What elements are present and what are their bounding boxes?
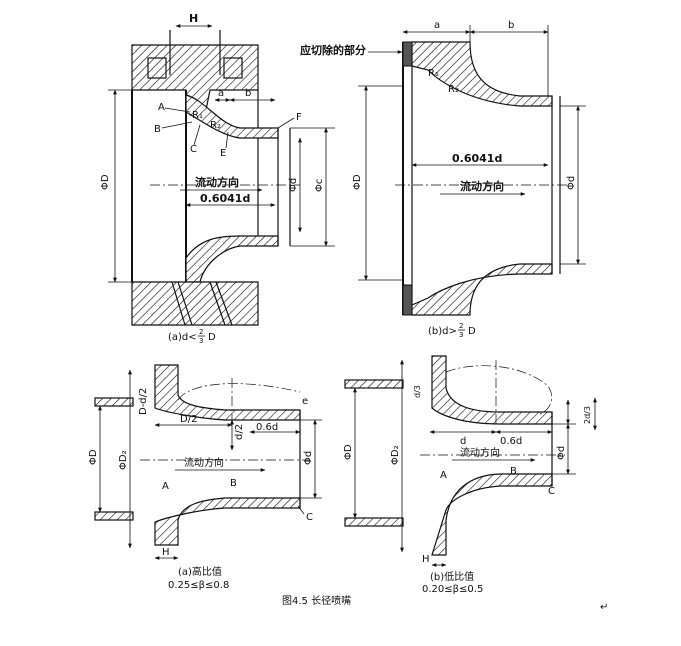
panel-d-C: C [548, 486, 555, 497]
panel-b-R1: R₁ [428, 68, 439, 79]
panel-c-C: C [306, 512, 313, 523]
panel-d-caption: (b)低比值 [430, 570, 474, 583]
panel-c-nozzle-bottom [154, 497, 301, 546]
panel-d-phid: Φd [556, 446, 567, 460]
panel-a-B: B [154, 124, 161, 135]
panel-d: ΦD ΦD₂ d/3 d 0.6d 2d/3 Φd 流动方向 A B C H (… [343, 355, 597, 595]
panel-d-flow: 流动方向 [460, 446, 500, 459]
panel-b-b: b [508, 20, 514, 31]
panel-b: a b R₁ R₂ 应切除的部分 ΦD Φd 0.6041d 流动方向 (b)d… [300, 20, 586, 339]
svg-text:2: 2 [459, 322, 463, 330]
panel-b-a: a [434, 20, 440, 31]
panel-d-d3: d/3 [413, 385, 422, 398]
panel-d-A: A [440, 470, 447, 481]
panel-d-B: B [510, 466, 517, 477]
panel-b-nozzle-bottom [411, 263, 553, 316]
panel-c-nozzle-top [154, 364, 301, 421]
panel-d-H: H [422, 554, 430, 565]
panel-d-phiD2: ΦD₂ [390, 445, 401, 465]
panel-a-phic: Φc [314, 179, 325, 192]
panel-d-phiD: ΦD [343, 444, 354, 460]
panel-c-d2: d/2 [234, 424, 245, 440]
panel-c-d06: 0.6d [256, 422, 278, 433]
panel-c-caption: (a)高比值 [178, 565, 222, 578]
panel-a-R1: R₁ [192, 110, 203, 121]
panel-a-A: A [158, 102, 165, 113]
panel-a-a: a [218, 88, 224, 99]
panel-b-R2: R₂ [448, 84, 459, 95]
panel-a-R2: R₂ [210, 120, 221, 131]
panel-c-e: e [302, 396, 308, 407]
panel-a-nozzle-bottom [185, 235, 279, 283]
panel-b-dist: 0.6041d [452, 152, 502, 165]
panel-b-cut-part [402, 41, 413, 67]
panel-d-d: d [460, 436, 466, 447]
panel-a-b: b [245, 88, 251, 99]
panel-a-dist: 0.6041d [200, 192, 250, 205]
panel-c-phiD: ΦD [88, 449, 99, 465]
panel-b-flow: 流动方向 [460, 179, 504, 193]
panel-c-B: B [230, 478, 237, 489]
panel-c-D2: D/2 [180, 414, 197, 425]
panel-c-range: 0.25≤β≤0.8 [168, 580, 229, 591]
panel-a: H ΦD a b R₁ R₂ A B C E F Φd Φc 流动方向 0.6 [100, 12, 335, 345]
svg-text:D: D [208, 332, 216, 343]
panel-c-flow: 流动方向 [184, 456, 224, 469]
panel-a-caption: (a)d< 2 3 D [168, 328, 216, 345]
panel-c: ΦD ΦD₂ D-d/2 D/2 d/2 0.6d Φd e 流动方向 A B … [88, 364, 322, 591]
svg-text:(a)d<: (a)d< [168, 332, 197, 343]
svg-text:D: D [468, 326, 476, 337]
panel-d-nozzle-top [431, 355, 553, 425]
svg-text:3: 3 [459, 331, 463, 339]
panel-a-flow: 流动方向 [195, 175, 239, 189]
panel-a-phid: Φd [288, 178, 299, 192]
panel-b-caption: (b)d> 2 3 D [428, 322, 476, 339]
figure-caption: 图4.5 长径喷嘴 [282, 594, 351, 607]
panel-b-cut-label: 应切除的部分 [300, 43, 366, 57]
panel-a-C: C [190, 144, 197, 155]
panel-c-H: H [162, 547, 170, 558]
panel-c-t: D-d/2 [138, 388, 149, 415]
panel-d-nozzle-bottom [431, 473, 553, 556]
panel-b-phiD: ΦD [352, 174, 363, 190]
panel-d-d2: 2d/3 [583, 406, 592, 424]
panel-a-bottom-flange [131, 281, 259, 326]
svg-text:(b)d>: (b)d> [428, 326, 457, 337]
corner-mark: ↵ [600, 602, 608, 613]
svg-text:2: 2 [199, 328, 203, 336]
panel-a-E: E [220, 148, 226, 159]
panel-d-d06: 0.6d [500, 436, 522, 447]
panel-a-H: H [189, 12, 198, 25]
svg-text:3: 3 [199, 337, 203, 345]
panel-c-A: A [162, 481, 169, 492]
panel-b-phid: Φd [566, 176, 577, 190]
panel-a-F: F [296, 112, 302, 123]
panel-c-phid: Φd [303, 451, 314, 465]
panel-a-phiD: ΦD [100, 174, 111, 190]
panel-c-phiD2: ΦD₂ [118, 450, 129, 470]
panel-b-nozzle-top [411, 41, 553, 107]
panel-d-range: 0.20≤β≤0.5 [422, 584, 483, 595]
